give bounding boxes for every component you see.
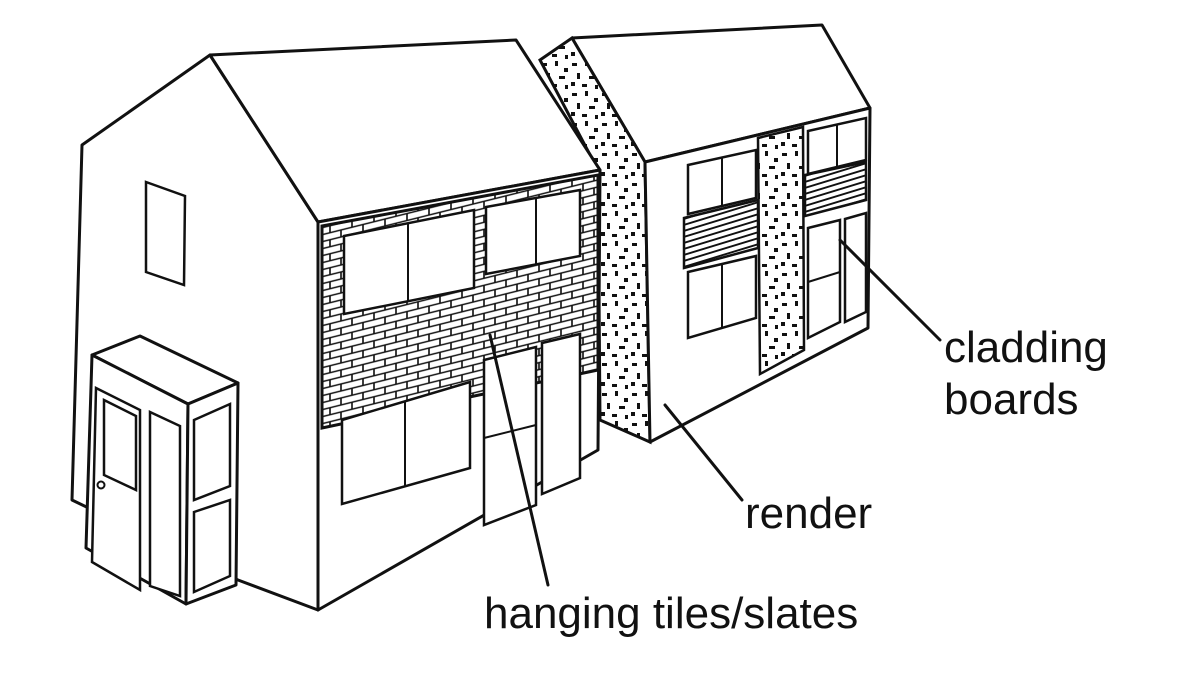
render-column [758, 127, 804, 374]
porch-side-panel [150, 412, 180, 596]
side-window [146, 182, 185, 285]
render-leader-line [665, 405, 742, 500]
right-house-door [845, 213, 866, 322]
label-cladding-line2: boards [944, 375, 1079, 424]
right-house-door [808, 220, 840, 338]
label-cladding-line1: cladding [944, 323, 1108, 372]
left-house [72, 40, 600, 610]
left-house-door [542, 334, 580, 494]
porch-door-panel [104, 400, 136, 490]
porch-window [194, 404, 230, 500]
label-hanging-tiles: hanging tiles/slates [484, 589, 858, 638]
label-render: render [745, 489, 872, 538]
porch-window [194, 500, 230, 592]
